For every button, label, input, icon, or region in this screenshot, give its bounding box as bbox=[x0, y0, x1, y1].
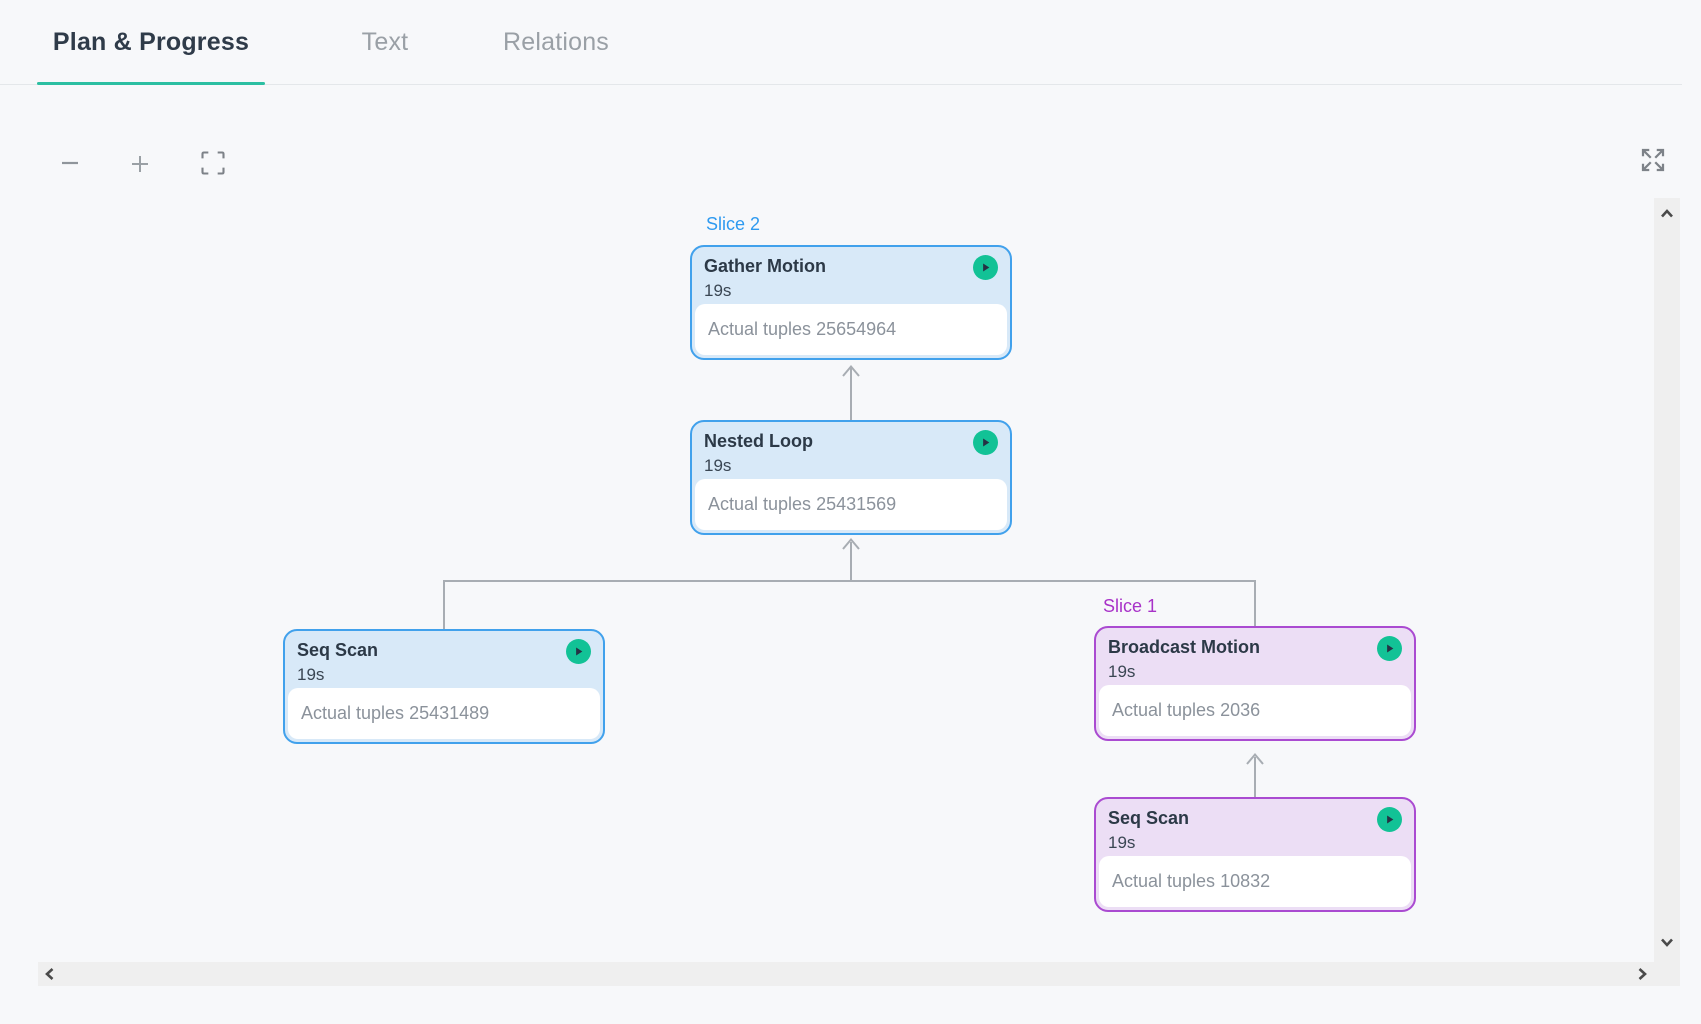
minus-icon bbox=[59, 152, 81, 174]
tab-relations[interactable]: Relations bbox=[490, 0, 622, 85]
scroll-left-icon[interactable] bbox=[40, 964, 60, 984]
zoom-in-button[interactable] bbox=[122, 146, 158, 182]
slice-1-label: Slice 1 bbox=[1103, 596, 1158, 616]
play-status-icon[interactable] bbox=[973, 430, 998, 455]
tab-plan-progress-label: Plan & Progress bbox=[52, 28, 250, 56]
tab-text-label: Text bbox=[361, 28, 409, 56]
tab-bar: Plan & Progress Text Relations bbox=[0, 0, 1682, 85]
node-duration: 19s bbox=[1108, 662, 1136, 681]
node-duration: 19s bbox=[297, 665, 325, 684]
node-duration: 19s bbox=[1108, 833, 1136, 852]
node-duration: 19s bbox=[704, 456, 732, 475]
node-header: Gather Motion 19s bbox=[704, 254, 964, 302]
horizontal-scrollbar[interactable] bbox=[38, 962, 1654, 986]
node-header: Broadcast Motion 19s bbox=[1108, 635, 1368, 683]
node-title: Nested Loop bbox=[704, 431, 814, 451]
play-status-icon[interactable] bbox=[1377, 807, 1402, 832]
zoom-out-button[interactable] bbox=[52, 145, 88, 181]
node-title: Seq Scan bbox=[297, 640, 379, 660]
node-duration: 19s bbox=[704, 281, 732, 300]
node-title: Gather Motion bbox=[704, 256, 826, 276]
tab-plan-progress[interactable]: Plan & Progress bbox=[37, 0, 265, 85]
plus-icon bbox=[129, 153, 151, 175]
node-header: Nested Loop 19s bbox=[704, 429, 964, 477]
play-status-icon[interactable] bbox=[973, 255, 998, 280]
active-tab-underline bbox=[37, 82, 265, 85]
play-status-icon[interactable] bbox=[566, 639, 591, 664]
scroll-up-icon[interactable] bbox=[1657, 204, 1677, 224]
scroll-right-icon[interactable] bbox=[1632, 964, 1652, 984]
node-title: Broadcast Motion bbox=[1108, 637, 1261, 657]
fullscreen-button[interactable] bbox=[1635, 142, 1671, 178]
tab-text[interactable]: Text bbox=[340, 0, 430, 85]
vertical-scrollbar[interactable] bbox=[1654, 198, 1680, 986]
fit-view-icon bbox=[199, 149, 227, 177]
fullscreen-icon bbox=[1638, 145, 1668, 175]
tab-relations-label: Relations bbox=[502, 28, 610, 56]
node-header: Seq Scan 19s bbox=[297, 638, 557, 686]
node-title: Seq Scan bbox=[1108, 808, 1190, 828]
node-header: Seq Scan 19s bbox=[1108, 806, 1368, 854]
play-status-icon[interactable] bbox=[1377, 636, 1402, 661]
scroll-down-icon[interactable] bbox=[1657, 932, 1677, 952]
fit-view-button[interactable] bbox=[195, 145, 231, 181]
slice-2-label: Slice 2 bbox=[706, 214, 761, 234]
